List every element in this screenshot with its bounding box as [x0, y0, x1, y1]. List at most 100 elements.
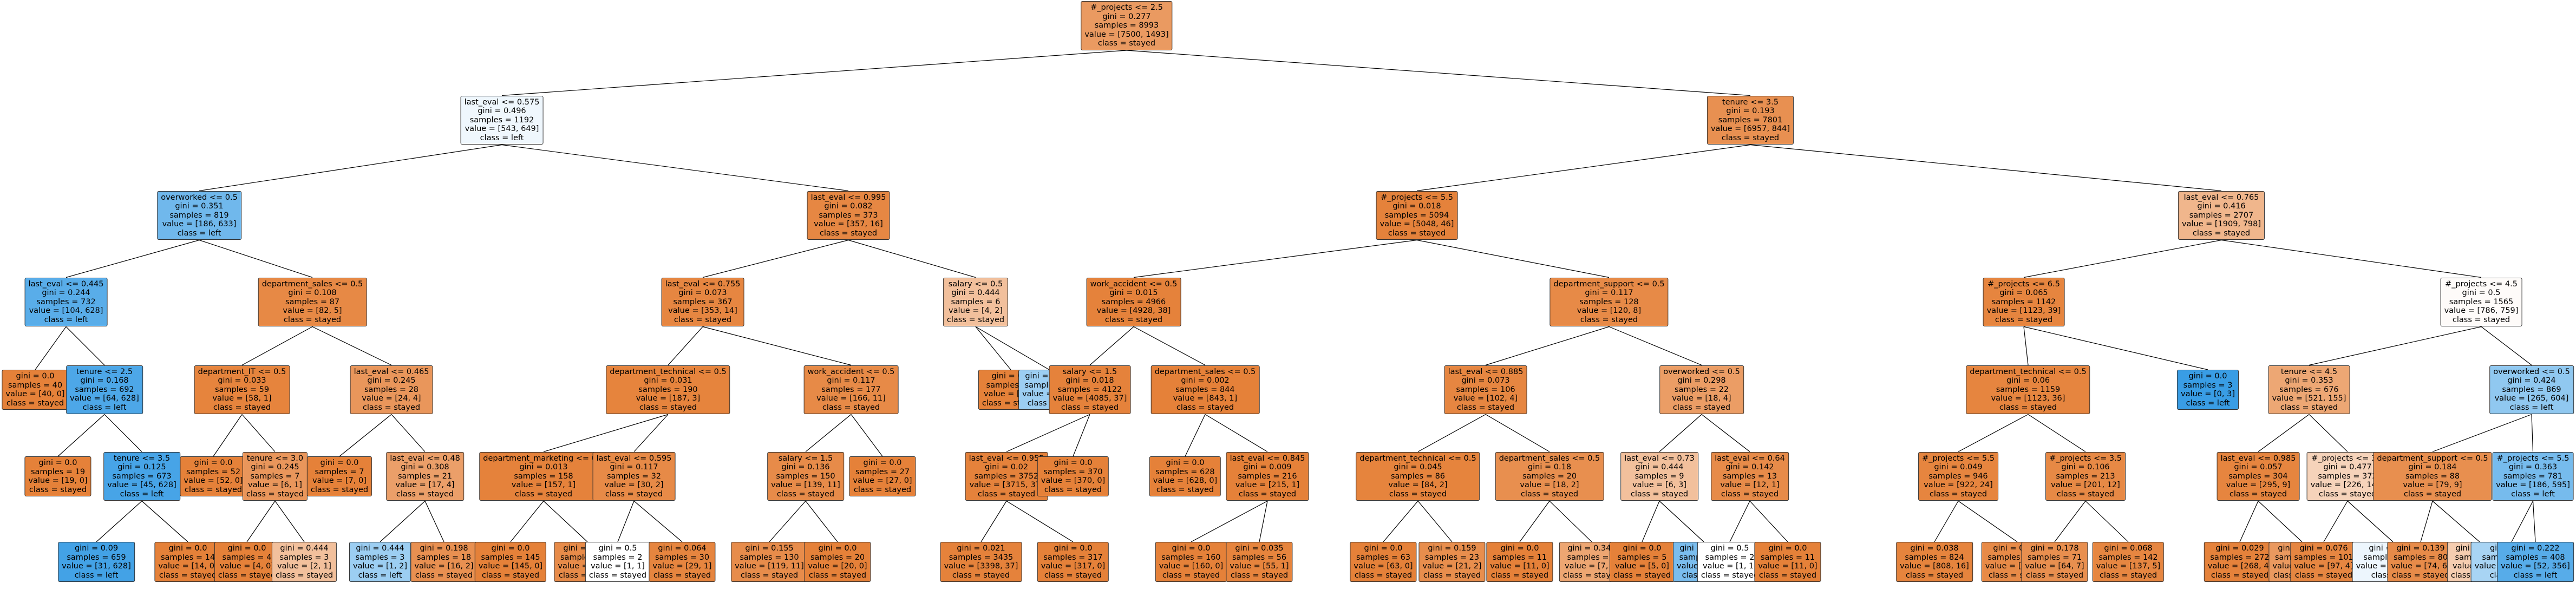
tree-edge	[501, 144, 849, 192]
tree-edge	[2347, 501, 2394, 542]
node-line: class = stayed	[213, 403, 271, 412]
node-line: value = [21, 2]	[1422, 562, 1482, 571]
tree-edge	[2531, 414, 2534, 452]
node-line: value = [521, 155]	[2272, 394, 2346, 403]
node-line: samples = 88	[2405, 471, 2460, 481]
node-line: samples = 18	[416, 553, 472, 562]
node-line: class = stayed	[1758, 571, 1817, 580]
tree-edge	[57, 414, 105, 457]
node-line: class = left	[358, 571, 402, 580]
node-line: value = [166, 11]	[816, 394, 886, 403]
tree-edge	[633, 414, 669, 452]
tree-edge	[241, 414, 276, 452]
node-line: last_eval <= 0.64	[1715, 454, 1785, 463]
node-line: class = stayed	[1490, 571, 1549, 580]
tree-edge	[2054, 501, 2086, 542]
tree-edge	[1185, 414, 1206, 457]
node-line: last_eval <= 0.765	[2183, 193, 2259, 202]
node-line: gini = 0.0	[863, 459, 902, 467]
tree-edge	[1191, 500, 1268, 542]
node-line: value = [317, 0]	[1041, 562, 1106, 571]
node-line: samples = 272	[2210, 553, 2270, 562]
node-line: gini = 0.049	[1934, 463, 1983, 471]
node-line: value = [104, 628]	[29, 306, 103, 315]
node-line: samples = 676	[2279, 385, 2339, 394]
node-line: class = stayed	[1999, 403, 2057, 412]
node-line: gini = 0.298	[1677, 376, 1726, 385]
node-line: samples = 32	[606, 471, 662, 481]
tree-edge	[2323, 501, 2348, 542]
node-line: samples = 87	[285, 297, 340, 306]
node-line: samples = 5	[1617, 553, 1667, 562]
node-line: value = [58, 1]	[212, 394, 272, 403]
node-line: gini = 0.5	[1710, 544, 1749, 553]
node-line: samples = 628	[1155, 467, 1215, 476]
node-line: gini = 0.038	[1910, 544, 1959, 553]
node-line: class = stayed	[1423, 571, 1481, 580]
node-line: class = stayed	[1230, 571, 1289, 580]
node-line: samples = 659	[67, 553, 126, 562]
node-line: class = stayed	[2099, 571, 2157, 580]
node-line: value = [843, 1]	[1173, 394, 1238, 403]
node-line: value = [1123, 39]	[1986, 306, 2061, 315]
node-line: department_sales <= 0.5	[261, 279, 363, 289]
node-line: value = [74, 6]	[2391, 562, 2450, 571]
node-line: class = stayed	[29, 485, 87, 494]
node-line: value = [215, 1]	[1235, 481, 1300, 489]
node-line: class = stayed	[396, 489, 454, 499]
node-line: class = stayed	[1044, 485, 1102, 494]
node-line: samples = 1142	[1991, 297, 2056, 306]
node-line: class = stayed	[1456, 403, 1515, 412]
node-line: tenure <= 3.5	[1722, 97, 1779, 107]
node-line: department_sales <= 0.5	[1499, 454, 1600, 463]
node-line: value = [27, 0]	[853, 476, 912, 485]
tree-edge	[1485, 414, 1550, 453]
node-line: tenure <= 2.5	[76, 367, 133, 376]
node-line: samples = 1565	[2449, 297, 2514, 306]
tree-edge	[1749, 501, 1788, 542]
node-line: gini = 0.002	[1181, 376, 1230, 385]
node-line: samples = 22	[1674, 385, 1729, 394]
tree-edge	[2028, 414, 2086, 453]
node-line: samples = 128	[1579, 297, 1639, 306]
node-line: samples = 27	[855, 467, 910, 476]
node-line: gini = 0.0	[1172, 544, 1211, 553]
tree-edge	[35, 326, 67, 370]
node-line: samples = 372	[2318, 471, 2377, 481]
node-line: gini = 0.076	[2299, 544, 2348, 553]
tree-edge	[2258, 414, 2310, 452]
node-line: samples = 1159	[1996, 385, 2061, 394]
node-line: class = left	[82, 403, 127, 412]
node-line: class = stayed	[2294, 571, 2353, 580]
node-line: work_accident <= 0.5	[1090, 279, 1178, 289]
node-line: samples = 317	[1043, 553, 1103, 562]
node-line: gini = 0.0	[38, 459, 77, 467]
node-line: department_technical <= 0.5	[1970, 367, 2087, 376]
node-line: last_eval <= 0.575	[464, 97, 540, 107]
node-line: value = [3715, 37]	[969, 481, 1044, 489]
node-line: class = stayed	[2280, 403, 2338, 412]
node-line: samples = 150	[776, 471, 835, 481]
node-line: value = [18, 2]	[1520, 481, 1579, 489]
node-line: gini = 0.0	[1054, 459, 1093, 467]
tree-edge	[1383, 501, 1418, 542]
node-line: class = stayed	[1104, 315, 1163, 324]
node-line: samples = 673	[112, 471, 172, 481]
tree-edge	[851, 414, 883, 457]
node-line: gini = 0.142	[1725, 463, 1774, 471]
node-line: samples = 1192	[469, 115, 534, 125]
node-line: class = stayed	[1238, 489, 1297, 499]
node-line: samples = 819	[169, 211, 229, 220]
node-line: value = [31, 628]	[62, 562, 131, 571]
node-line: gini = 0.416	[2197, 202, 2246, 211]
node-line: tenure <= 4.5	[2280, 367, 2338, 376]
